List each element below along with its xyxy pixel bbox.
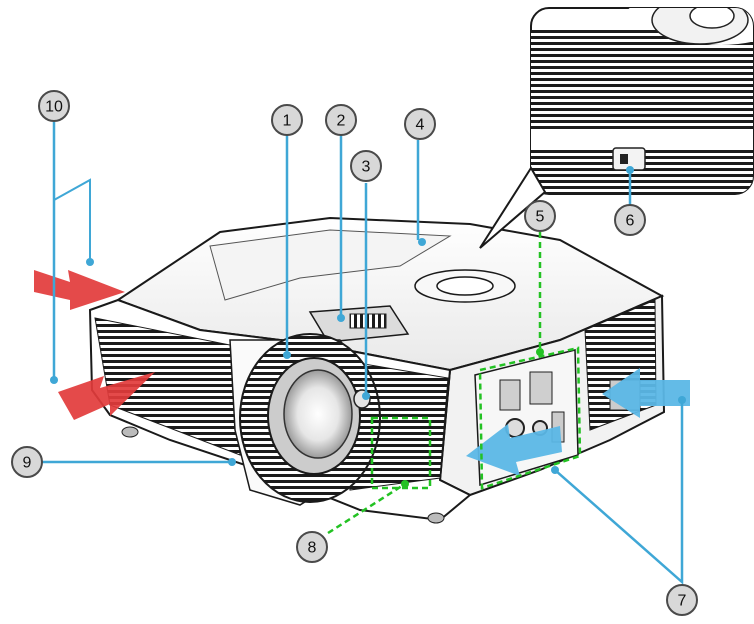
callout-circle [38,90,70,122]
projector-body [88,216,666,524]
callout-circle [11,446,43,478]
callout-label: 2 [337,113,346,130]
callout-7: 7 [666,584,698,616]
callout-2: 2 [325,104,357,136]
callout-label: 8 [308,540,317,557]
callout-circle [614,204,646,236]
callout-circle [350,150,382,182]
callout-4: 4 [404,108,436,140]
airflow-arrows [34,270,690,476]
callout-circle [666,584,698,616]
callouts: 1 2 3 4 5 6 7 8 9 10 [11,90,698,616]
callout-3: 3 [350,150,382,182]
speaker-outline [370,416,432,490]
callout-label: 1 [283,113,292,130]
callout-1: 1 [271,104,303,136]
leader-lines [40,122,686,585]
callout-circle [296,531,328,563]
leader-7 [554,400,684,585]
callout-10: 10 [38,90,70,122]
callout-8: 8 [296,531,328,563]
io-panel-outline [478,346,582,490]
callout-circle [524,200,556,232]
callout-label: 3 [362,159,371,176]
callout-label: 4 [416,117,425,134]
security-slot-inset [479,7,754,249]
callout-label: 6 [626,213,635,230]
callout-5: 5 [524,200,556,232]
callout-9: 9 [11,446,43,478]
callout-label: 9 [23,455,32,472]
callout-label: 10 [45,99,63,116]
callout-circle [404,108,436,140]
leader-10a [53,178,91,262]
callout-circle [271,104,303,136]
leader-8 [327,482,406,535]
callout-label: 5 [536,209,545,226]
callout-label: 7 [678,593,687,610]
callout-6: 6 [614,204,646,236]
callout-circle [325,104,357,136]
